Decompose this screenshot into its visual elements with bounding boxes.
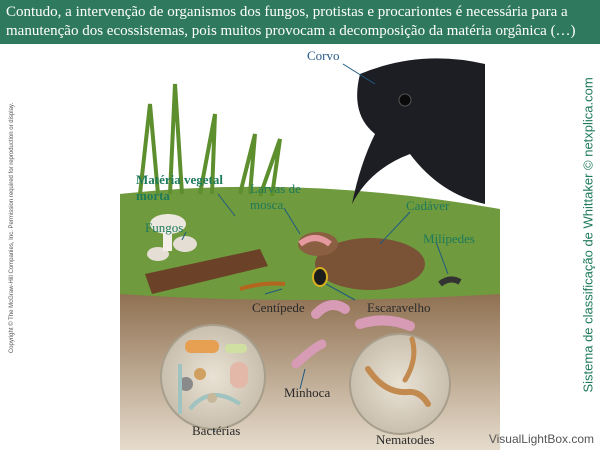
label-escaravelho: Escaravelho [367, 300, 431, 315]
millipede-illustration [438, 276, 462, 287]
copyright-notice: Copyright © The McGraw-Hill Companies, I… [9, 102, 15, 354]
label-cadaver: Cadáver [406, 198, 450, 213]
caption-banner: Contudo, a intervenção de organismos dos… [0, 0, 600, 44]
caption-text: Contudo, a intervenção de organismos dos… [6, 4, 576, 39]
label-nematodes: Nematodes [376, 432, 435, 447]
label-fungos: Fungos [145, 220, 184, 235]
label-larvas-1: Larvas de [250, 181, 301, 196]
label-larvas-2: mosca [250, 197, 284, 212]
label-materia-vegetal-2: morta [136, 188, 170, 203]
beetle-illustration [312, 267, 328, 287]
nematodes-circle [349, 333, 451, 435]
label-bacterias: Bactérias [192, 423, 241, 438]
leader-lines [181, 63, 449, 433]
scene-illustration [120, 58, 500, 450]
earthworm-illustration [311, 300, 350, 319]
label-minhoca: Minhoca [284, 385, 331, 400]
label-milipedes: Milípedes [423, 231, 475, 246]
side-credit: Sistema de classificação de Whittaker © … [580, 77, 596, 393]
crow-illustration [352, 58, 485, 204]
label-centipede: Centípede [252, 300, 305, 315]
label-materia-vegetal-1: Matéria vegetal [136, 172, 223, 187]
label-corvo: Corvo [307, 48, 340, 63]
decomposition-scene: Corvo Matéria vegetal morta Larvas de mo… [0, 44, 600, 450]
watermark: VisualLightBox.com [488, 432, 594, 446]
fallen-log [145, 249, 268, 294]
centipede-illustration [239, 281, 286, 291]
mushrooms-illustration [147, 214, 197, 261]
bacteria-circle [160, 324, 266, 430]
carcass-illustration [298, 232, 425, 290]
